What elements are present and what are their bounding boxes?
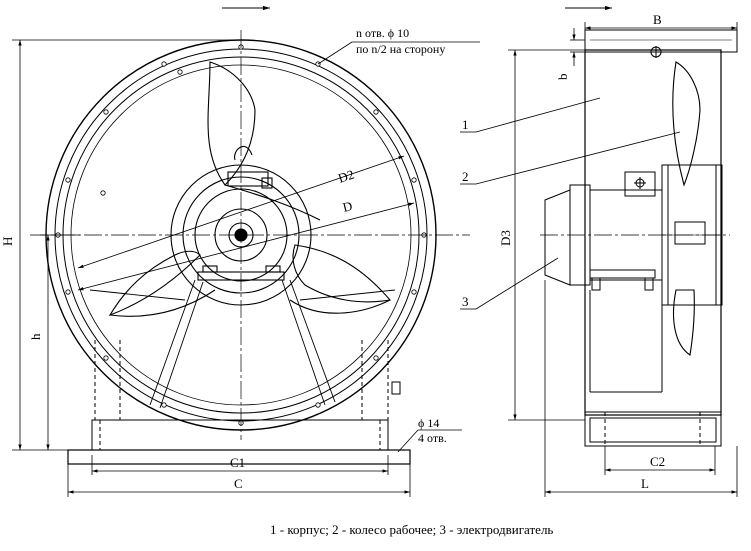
label-phi14: ϕ 14 — [418, 416, 439, 430]
labels: H h D2 D C1 C n отв. ϕ 10 по n/2 на стор… — [0, 12, 665, 491]
side-blade-bottom — [673, 289, 695, 356]
label-h: h — [28, 333, 43, 340]
dim-b — [570, 28, 585, 66]
phi14-leader — [397, 429, 462, 453]
dim-C-C1 — [67, 455, 411, 497]
dim-C2 — [604, 446, 716, 475]
label-holes-top: n отв. ϕ 10 — [356, 26, 409, 40]
diameter-dimensions — [77, 155, 415, 291]
center-lines — [30, 30, 470, 440]
dim-H — [12, 39, 232, 451]
label-C: C — [234, 476, 243, 491]
side-motor — [544, 171, 663, 393]
dim-D3 — [508, 49, 585, 421]
label-D3: D3 — [498, 230, 513, 246]
impeller-blades — [108, 61, 392, 317]
label-B: B — [653, 12, 662, 27]
front-support-stand — [67, 340, 411, 465]
label-H: H — [0, 237, 15, 246]
front-view — [12, 5, 612, 497]
dim-B — [584, 22, 738, 30]
flange-bolt-holes — [55, 44, 427, 426]
label-part1: 1 — [462, 117, 469, 132]
holes-leader — [317, 41, 480, 65]
side-casing — [584, 49, 722, 416]
label-C2: C2 — [650, 454, 665, 469]
label-C1: C1 — [230, 455, 245, 470]
label-L: L — [641, 476, 649, 491]
label-b: b — [555, 74, 570, 81]
dim-h — [40, 234, 80, 450]
label-holes-side: по n/2 на сторону — [356, 42, 445, 56]
label-part2: 2 — [462, 169, 469, 184]
side-blade-top — [672, 61, 701, 187]
label-holes4: 4 отв. — [418, 431, 447, 445]
side-top-flange — [584, 29, 738, 53]
dim-L — [544, 280, 738, 497]
parts-legend: 1 - корпус; 2 - колесо рабочее; 3 - элек… — [270, 522, 554, 537]
label-D: D — [341, 198, 354, 215]
support-struts — [89, 279, 396, 409]
side-base — [584, 411, 722, 447]
label-D2: D2 — [336, 166, 356, 185]
part-leaders — [460, 97, 681, 310]
label-part3: 3 — [462, 294, 469, 309]
side-view — [460, 22, 738, 497]
